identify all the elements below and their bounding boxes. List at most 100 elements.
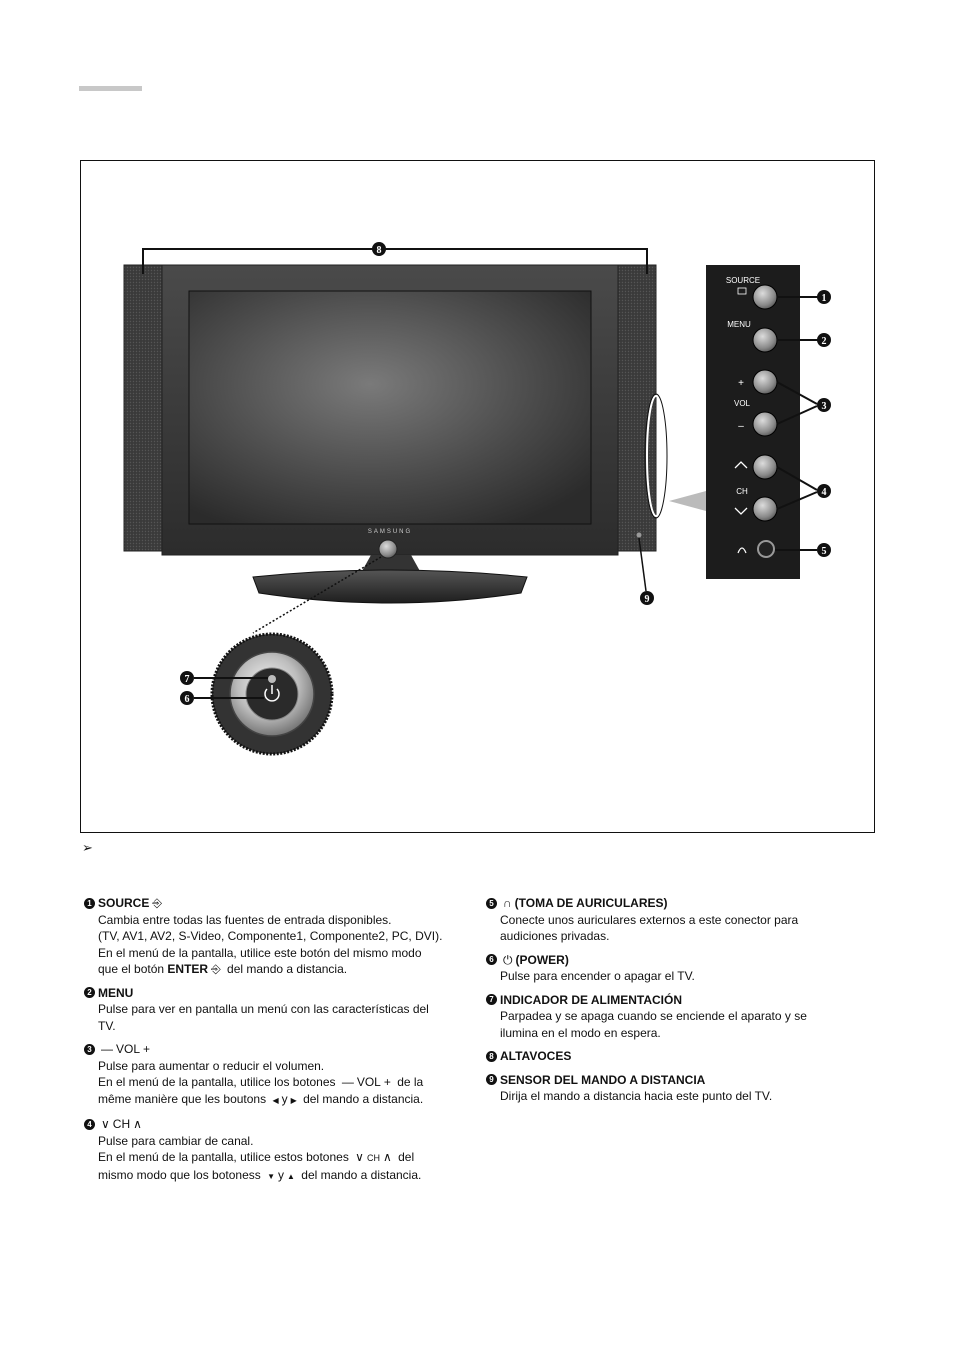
item-number: 4 — [84, 1118, 95, 1130]
item-title: SOURCE — [98, 896, 150, 910]
item-line: (TV, AV1, AV2, S-Video, Componente1, Com… — [98, 929, 443, 943]
panel-source-label: SOURCE — [726, 276, 760, 285]
callout-3-line-a — [776, 381, 818, 405]
callout-9-line — [638, 537, 647, 592]
text-fragment: En el menú de la pantalla, utilice estos… — [98, 1150, 353, 1164]
callout-3-line-b — [776, 405, 818, 425]
panel-menu-button[interactable] — [752, 327, 778, 353]
enter-label: ENTER — [167, 962, 209, 976]
plus-icon: + — [143, 1042, 151, 1056]
text-fragment: del mando a distancia. — [299, 1091, 424, 1106]
tv-screen — [188, 290, 592, 525]
item-power-indicator: 7 INDICADOR DE ALIMENTACIÓN Parpadea y s… — [486, 992, 846, 1042]
headphone-icon: ∩ — [503, 896, 512, 910]
plus-icon: + — [383, 1075, 391, 1089]
controls-list-left: 1 SOURCE ⎆ Cambia entre todas las fuente… — [84, 895, 464, 1192]
item-line: mismo modo que los botoness ▼y▲ del mand… — [98, 1167, 464, 1186]
text-fragment: de la — [393, 1075, 424, 1089]
side-buttons-highlight — [646, 395, 666, 517]
item-power: 6 ⏻ (POWER) Pulse para encender o apagar… — [486, 952, 846, 985]
item-speakers: 8 ALTAVOCES — [486, 1048, 846, 1065]
callout-1-badge — [817, 290, 831, 304]
callout-6-badge — [180, 691, 194, 705]
callout-5-badge — [817, 543, 831, 557]
panel-ch-label: CH — [736, 487, 748, 496]
remote-sensor — [636, 532, 642, 538]
panel-headphone-icon — [737, 547, 747, 554]
panel-ch-down-button[interactable] — [752, 496, 778, 522]
headphone-jack[interactable] — [757, 540, 775, 558]
callout-8-badge — [372, 242, 386, 256]
item-remote-sensor: 9 SENSOR DEL MANDO A DISTANCIA Dirija el… — [486, 1072, 846, 1105]
tv-power-button[interactable] — [378, 539, 398, 559]
text-fragment: mismo modo que los botoness — [98, 1167, 265, 1182]
item-line: Pulse para aumentar o reducir el volumen… — [98, 1058, 325, 1073]
item-line: Pulse para encender o apagar el TV. — [500, 969, 695, 983]
callout-6-number: 6 — [185, 694, 190, 705]
text-fragment: CH — [366, 1153, 380, 1163]
callout-4-line-a — [776, 466, 818, 491]
chevron-down-icon: ∨ — [355, 1150, 364, 1164]
text-fragment: del mando a distancia. — [223, 962, 348, 976]
panel-vol-plus-label: + — [738, 378, 744, 389]
item-title: CH — [112, 1117, 131, 1131]
item-number: 8 — [486, 1050, 497, 1062]
item-number: 5 — [486, 897, 497, 909]
text-fragment: VOL — [356, 1075, 381, 1089]
left-arrow-icon: ◀ — [272, 1095, 279, 1105]
panel-source-button[interactable] — [752, 284, 778, 310]
panel-ch-up-icon — [734, 461, 748, 469]
text-fragment: del mando a distancia. — [297, 1167, 422, 1182]
callout-3-badge — [817, 398, 831, 412]
panel-vol-label: VOL — [734, 399, 751, 408]
zoom-leader — [252, 556, 382, 634]
callout-9-number: 9 — [645, 594, 650, 605]
tv-stand — [252, 569, 528, 604]
down-arrow-icon: ▼ — [267, 1171, 276, 1181]
chevron-up-icon: ∧ — [133, 1117, 142, 1131]
minus-icon: — — [341, 1075, 354, 1089]
text-fragment: del — [394, 1150, 415, 1164]
controls-list-right: 5 ∩ (TOMA DE AURICULARES) Conecte unos a… — [486, 895, 846, 1112]
brand-logo: SAMSUNG — [368, 529, 412, 535]
up-arrow-icon: ▲ — [287, 1171, 295, 1181]
header-rule — [79, 86, 142, 91]
callout-4-number: 4 — [822, 487, 827, 498]
item-number: 2 — [84, 987, 95, 999]
callout-7-badge — [180, 671, 194, 685]
item-title: SENSOR DEL MANDO A DISTANCIA — [500, 1072, 706, 1087]
tv-figure: SAMSUNG 8 9 SOURCE MENU + VOL – CH — [80, 160, 875, 833]
panel-vol-down-button[interactable] — [752, 411, 778, 437]
side-buttons-outline — [644, 393, 668, 519]
power-icon — [264, 688, 280, 702]
panel-vol-up-button[interactable] — [752, 369, 778, 395]
chevron-up-icon: ∧ — [382, 1150, 392, 1164]
item-volume: 3 — VOL + Pulse para aumentar o reducir … — [84, 1041, 464, 1109]
callout-4-badge — [817, 484, 831, 498]
chevron-down-icon: ∨ — [101, 1117, 110, 1131]
panel-ch-down-icon — [734, 507, 748, 515]
zoom-wedge — [669, 491, 706, 511]
callout-2-number: 2 — [822, 336, 827, 347]
item-line: Cambia entre todas las fuentes de entrad… — [98, 912, 392, 927]
item-line: TV. — [98, 1018, 116, 1033]
speaker-bracket — [142, 248, 648, 274]
text-fragment: que el botón — [98, 962, 168, 976]
item-headphones: 5 ∩ (TOMA DE AURICULARES) Conecte unos a… — [486, 895, 846, 945]
callout-9-badge — [640, 591, 654, 605]
item-channel: 4 ∨ CH ∧ Pulse para cambiar de canal. En… — [84, 1116, 464, 1185]
item-title: (POWER) — [515, 952, 569, 967]
tv-illustration: SAMSUNG 8 9 SOURCE MENU + VOL – CH — [123, 242, 831, 756]
callout-7-number: 7 — [185, 674, 190, 685]
item-line: Pulse para ver en pantalla un menú con l… — [98, 1002, 429, 1016]
item-line: Parpadea y se apaga cuando se enciende e… — [500, 1009, 807, 1023]
item-number: 7 — [486, 994, 497, 1006]
callout-4-line-b — [776, 491, 818, 510]
text-fragment: y — [278, 1167, 285, 1182]
item-source: 1 SOURCE ⎆ Cambia entre todas las fuente… — [84, 895, 464, 978]
panel-source-icon — [737, 287, 747, 295]
item-line: ilumina en el modo en espera. — [500, 1025, 661, 1040]
speaker-left — [123, 264, 163, 552]
minus-icon: — — [101, 1042, 113, 1056]
panel-ch-up-button[interactable] — [752, 454, 778, 480]
